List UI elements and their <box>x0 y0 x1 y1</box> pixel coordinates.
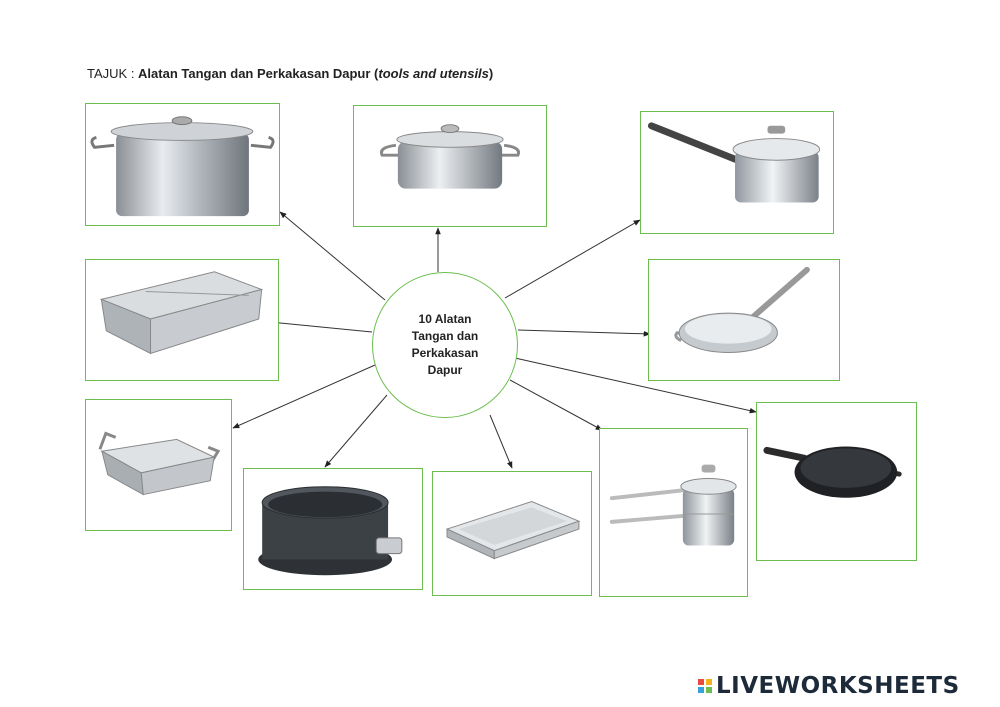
hotel-pan-icon <box>99 271 264 355</box>
brand-mark-icon <box>698 679 712 693</box>
double-boiler-icon <box>609 464 737 546</box>
title-english: tools and utensils <box>378 66 489 81</box>
center-topic-circle: 10 Alatan Tangan dan Perkakasan Dapur <box>372 272 518 418</box>
saucepan-icon <box>647 122 821 203</box>
arrow-double-boiler <box>509 379 603 431</box>
image-box-brazier-pot[interactable] <box>353 105 547 227</box>
arrow-saucepan <box>504 219 641 299</box>
image-box-saucepan[interactable] <box>640 111 834 234</box>
stock-pot-icon <box>90 116 275 217</box>
arrow-sheet-pan <box>489 414 513 469</box>
arrow-roasting-pan <box>232 364 376 429</box>
roasting-pan-icon <box>98 431 221 496</box>
arrow-skillet <box>514 357 757 414</box>
brand-name: LIVEWORKSHEETS <box>716 673 960 699</box>
arrow-stock-pot <box>279 211 386 301</box>
center-topic-label: 10 Alatan Tangan dan Perkakasan Dapur <box>411 312 479 377</box>
arrow-springform-pan <box>324 394 388 468</box>
title-close-paren: ) <box>488 66 494 81</box>
title-open-paren: ( <box>370 66 379 81</box>
image-box-cast-iron-skillet[interactable] <box>756 402 917 561</box>
saute-pan-icon <box>674 266 810 353</box>
brand-logo: LIVEWORKSHEETS <box>698 673 960 699</box>
title-prefix: TAJUK : <box>87 66 139 81</box>
image-box-springform-pan[interactable] <box>243 468 423 590</box>
arrow-saute-pan <box>517 329 651 337</box>
springform-pan-icon <box>258 486 403 576</box>
image-box-sheet-pan[interactable] <box>432 471 592 596</box>
image-box-roasting-pan[interactable] <box>85 399 232 531</box>
brazier-pot-icon <box>380 124 520 189</box>
sheet-pan-icon <box>445 500 581 560</box>
title-main: Alatan Tangan dan Perkakasan Dapur <box>138 66 371 81</box>
arrow-hotel-pan <box>269 319 373 333</box>
page-title: TAJUK : Alatan Tangan dan Perkakasan Dap… <box>87 66 493 81</box>
image-box-stock-pot[interactable] <box>85 103 280 226</box>
image-box-saute-pan[interactable] <box>648 259 840 381</box>
cast-iron-skillet-icon <box>763 446 902 498</box>
image-box-double-boiler[interactable] <box>599 428 748 597</box>
image-box-hotel-pan[interactable] <box>85 259 279 381</box>
